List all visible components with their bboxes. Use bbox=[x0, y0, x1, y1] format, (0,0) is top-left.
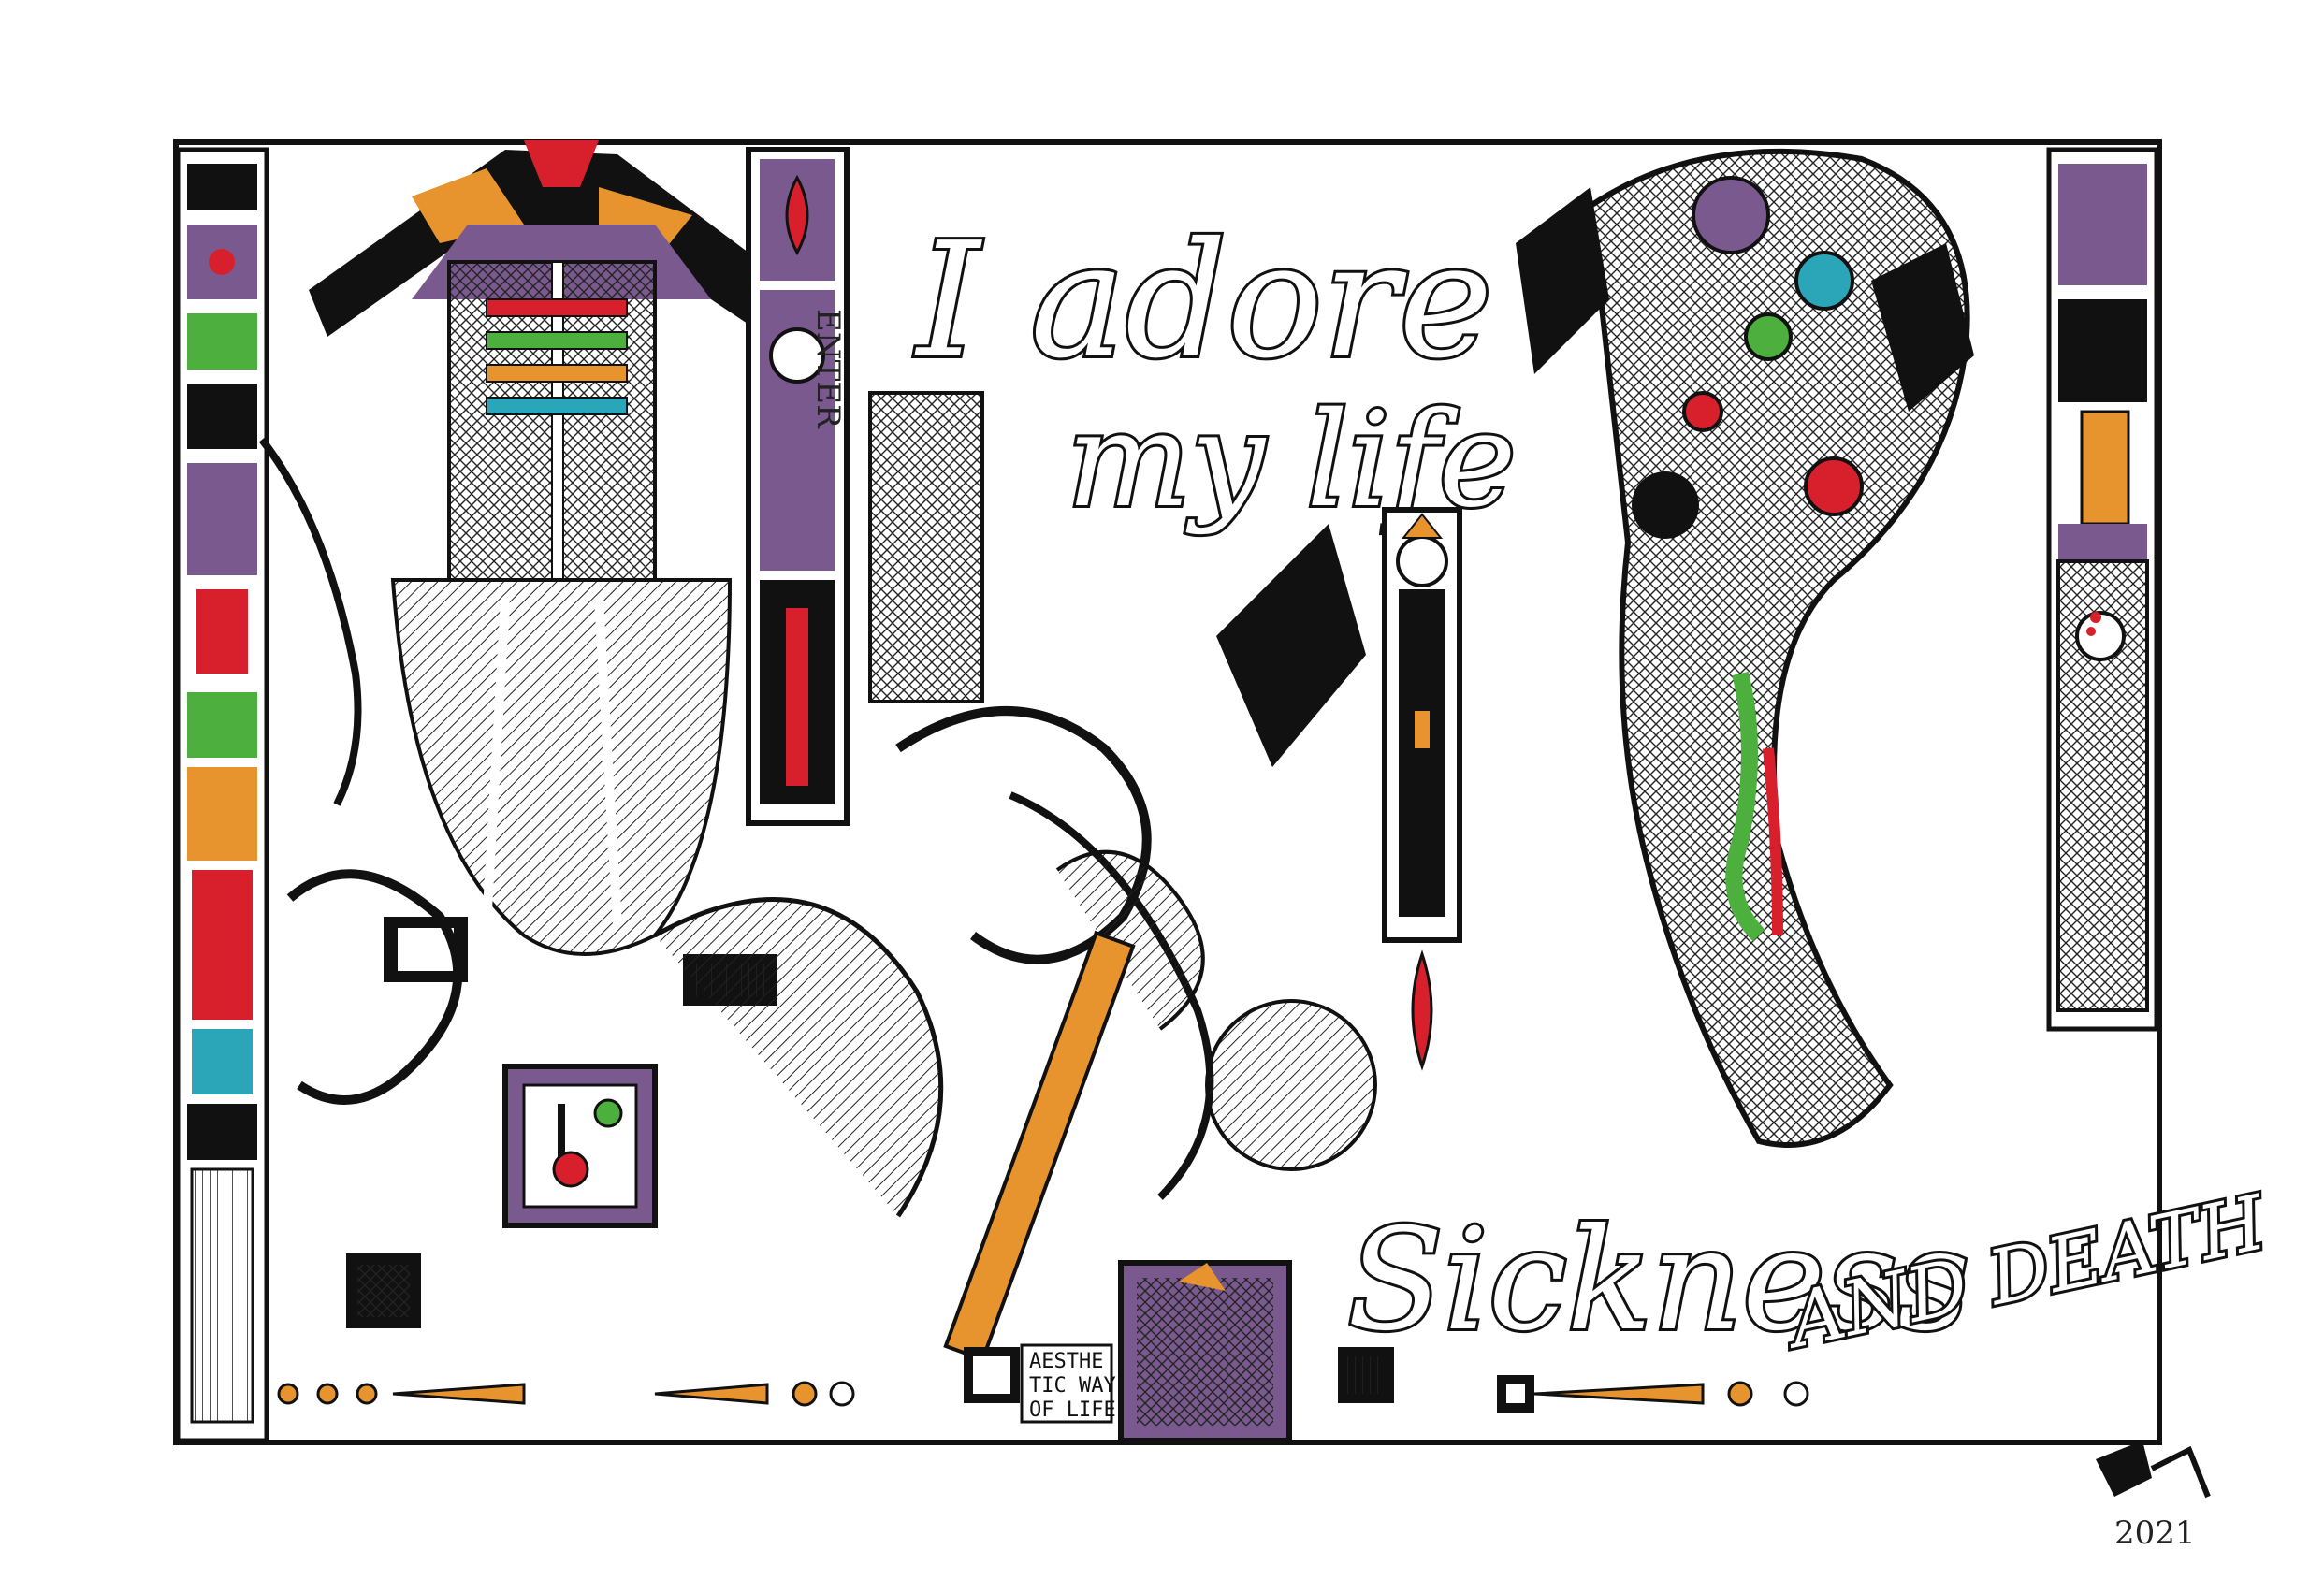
enter-vertical-text: ENTER bbox=[809, 309, 847, 429]
left-border-strip bbox=[175, 147, 269, 1443]
caption-line2: TIC WAY bbox=[1029, 1374, 1116, 1398]
bottom-panels bbox=[964, 1260, 1534, 1443]
caption-line3: OF LIFE bbox=[1029, 1398, 1116, 1422]
trumpet-row bbox=[277, 1381, 1809, 1407]
right-figures bbox=[1516, 148, 2149, 1148]
script-title: I adore my life bbox=[911, 206, 1519, 540]
middle-scrollwork bbox=[868, 391, 1377, 1362]
right-border-strip bbox=[2046, 147, 2159, 1032]
sickness-text: Sickness bbox=[1347, 1199, 1969, 1362]
artist-signature: 2021 bbox=[2096, 1441, 2211, 1552]
skeleton-figure bbox=[258, 140, 808, 956]
caption-box: AESTHE TIC WAY OF LIFE bbox=[1020, 1343, 1116, 1424]
sickness-script: Sickness AND DEATH bbox=[1344, 1176, 2277, 1369]
title-line1: I adore bbox=[914, 209, 1493, 394]
lower-left-tangle bbox=[286, 869, 944, 1328]
signature-year: 2021 bbox=[2114, 1514, 2196, 1552]
enter-panel: ENTER bbox=[746, 147, 850, 826]
caption-line1: AESTHE bbox=[1029, 1350, 1103, 1373]
saint-panel bbox=[1382, 507, 1462, 1071]
